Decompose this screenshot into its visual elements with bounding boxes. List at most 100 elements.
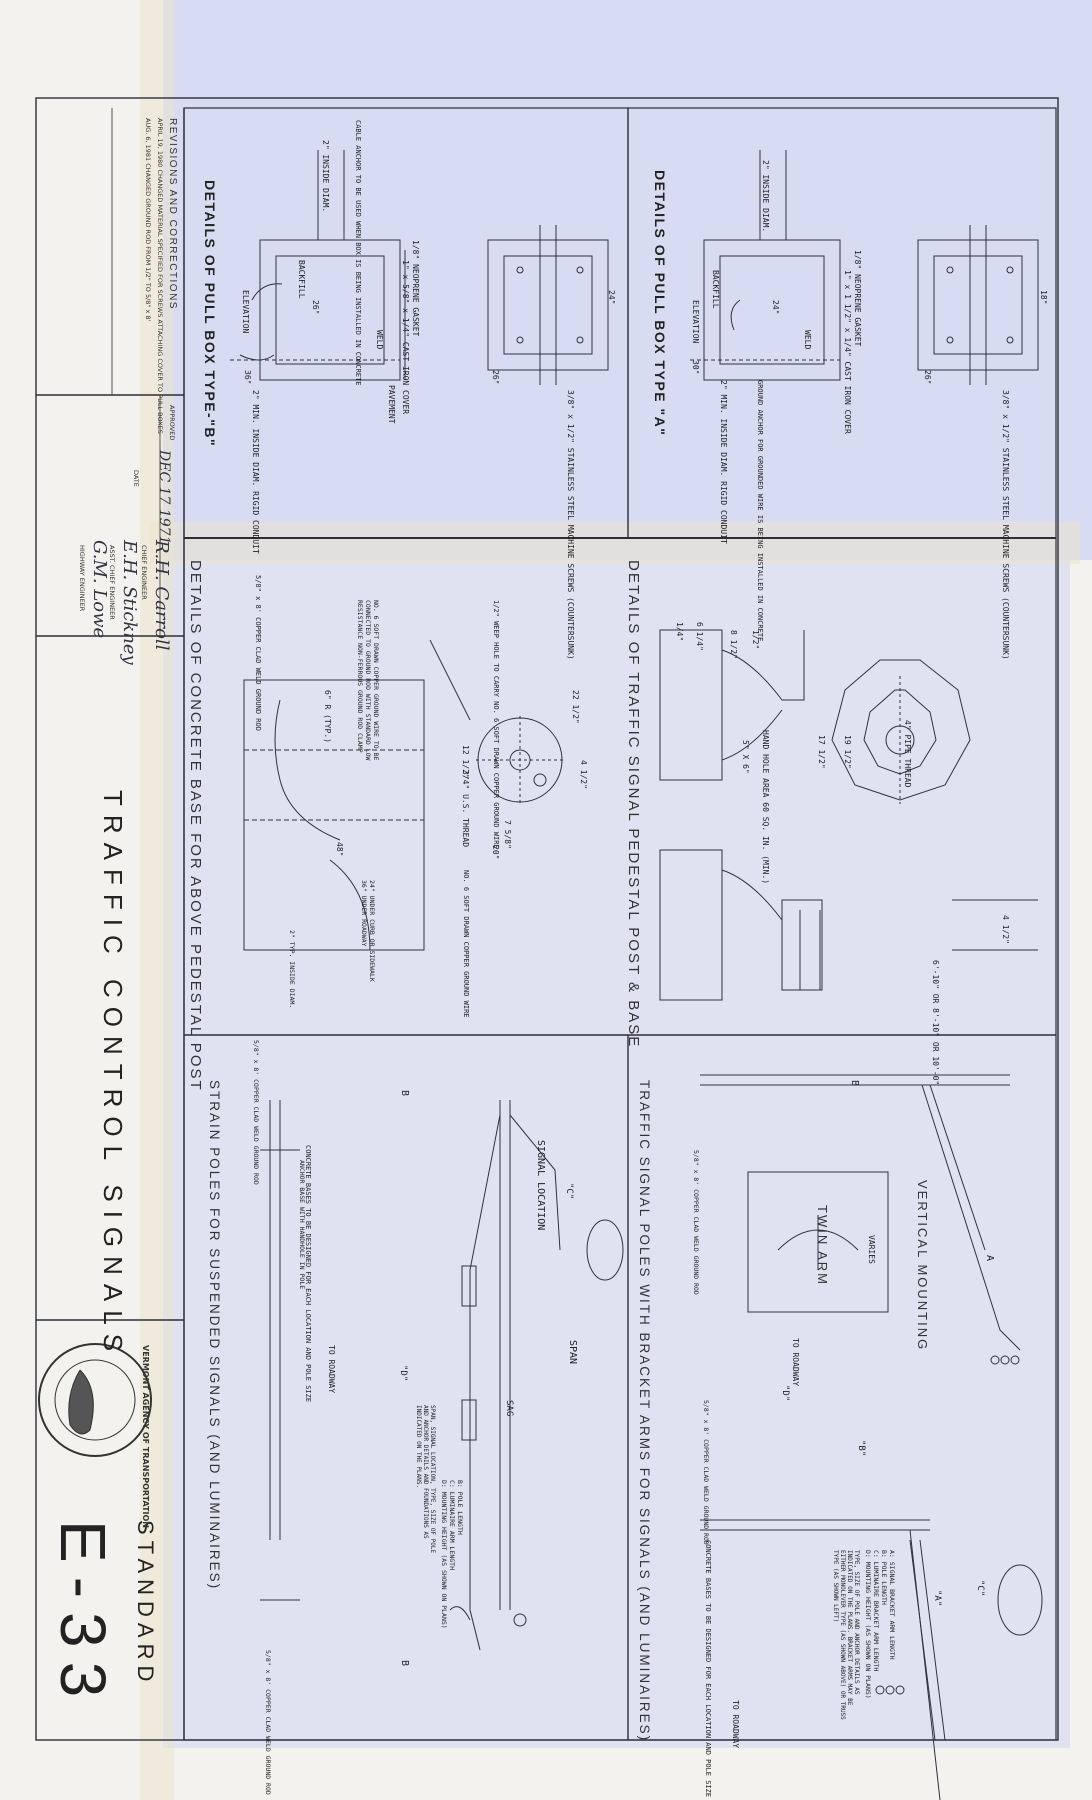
strain-signal-location: SIGNAL LOCATION xyxy=(535,1140,546,1231)
bracket-arm-drawing xyxy=(700,1074,1043,1800)
cb-note-5: NO. 6 SOFT DRAWN COPPER GROUND WIRE xyxy=(462,870,470,1018)
cb-note-7: 2" TYP. INSIDE DIAM. xyxy=(288,930,296,1009)
strain-note: SPAN, SIGNAL LOCATION, TYPE, SIZE OF POL… xyxy=(415,1405,436,1554)
strain-to-roadway: TO ROADWAY xyxy=(327,1345,336,1394)
tape-strip-middle xyxy=(150,522,1080,564)
revision-entry-2: AUG. 6, 1981 CHANGED GROUND ROD FROM 1/2… xyxy=(144,118,152,322)
pp-dim-6: 1/4" xyxy=(675,622,684,642)
cb-note-3: 5/8" x 8' COPPER CLAD WELD GROUND ROD xyxy=(254,575,262,731)
pb-b-dim-3: 24" xyxy=(607,290,616,305)
pb-a-note-9: GROUND ANCHOR FOR GROUNDED WIRE IS BEING… xyxy=(756,380,764,642)
bracket-vertical-mounting: VERTICAL MOUNTING xyxy=(915,1180,930,1352)
pull-box-b-title: DETAILS OF PULL BOX TYPE-"B" xyxy=(202,180,218,448)
strain-anchor: ANCHOR BASE WITH HANDHOLE IN POLE xyxy=(298,1160,306,1290)
cb-dim-5: 20" xyxy=(491,845,500,860)
concrete-base-drawing xyxy=(243,639,564,951)
bracket-legend-b: B: POLE LENGTH xyxy=(880,1550,888,1605)
bracket-twin-arm: TWIN ARM xyxy=(815,1205,830,1286)
pedestal-post-drawing xyxy=(659,629,1038,1001)
approval-date: DEC 17 1971 xyxy=(156,450,172,545)
pb-a-note-1: 1/8" NEOPRENE GASKET xyxy=(853,250,862,347)
cb-note-4: 3/4" U.S. THREAD xyxy=(461,770,470,848)
standard-label: STANDARD xyxy=(133,1520,158,1688)
pb-b-dim-1: 36" xyxy=(243,370,252,385)
pb-a-dim-2: 24" xyxy=(771,300,780,315)
strain-legend-d: D: MOUNTING HEIGHT (AS SHOWN ON PLANS) xyxy=(440,1480,448,1629)
bracket-legend-d: D: MOUNTING HEIGHT (AS SHOWN ON PLANS) xyxy=(864,1550,872,1699)
pb-a-note-3: BACKFILL xyxy=(711,270,720,309)
strain-rod-2: 5/8" x 8' COPPER CLAD WELD GROUND ROD xyxy=(264,1650,272,1795)
bracket-legend-a: A: SIGNAL BRACKET ARM LENGTH xyxy=(888,1550,896,1660)
pp-note-5: 6'-10" OR 8'-10" OR 10'-0" xyxy=(931,960,940,1086)
strain-label-b1: B xyxy=(399,1090,410,1097)
revision-entry-1: APRIL 19, 1980 CHANGED MATERIAL SPECIFIE… xyxy=(156,118,164,434)
pb-a-dim-4: 26" xyxy=(923,370,932,385)
strain-pole-drawing xyxy=(260,1100,624,1651)
strain-label-c: "C" xyxy=(564,1183,574,1200)
bracket-legend-c: C: LUMINAIRE BRACKET ARM LENGTH xyxy=(872,1550,880,1672)
pb-b-note-9: 3/8" x 1/2" STAINLESS STEEL MACHINE SCRE… xyxy=(566,390,575,660)
sheet-title: TRAFFIC CONTROL SIGNALS xyxy=(98,790,128,1361)
cb-note-2: NO. 6 SOFT DRAWN COPPER GROUND WIRE TO B… xyxy=(356,600,380,761)
bracket-label-a: A xyxy=(984,1255,995,1262)
pb-b-note-8: 2" MIN. INSIDE DIAM. RIGID CONDUIT xyxy=(251,390,260,554)
signature-hwy: G.M. Lowe xyxy=(89,540,110,639)
cb-dim-3: 4 1/2" xyxy=(579,760,588,789)
bracket-varies: VARIES xyxy=(867,1235,876,1264)
bracket-rod-2: 5/8" x 8' COPPER CLAD WELD GROUND ROD xyxy=(702,1400,710,1545)
strain-legend-c: C: LUMINAIRE ARM LENGTH xyxy=(448,1480,456,1571)
pull-box-b-drawing xyxy=(230,150,609,385)
pb-b-dim-2: 26" xyxy=(311,300,320,315)
pb-a-note-6: 2" INSIDE DIAM. xyxy=(761,160,770,233)
pb-b-note-7: 2" INSIDE DIAM. xyxy=(321,140,330,213)
bracket-note-type: TYPE, SIZE OF POLE AND ANCHOR DETAILS AS… xyxy=(832,1550,860,1720)
pp-dim-1: 19 1/2" xyxy=(843,735,852,769)
pb-b-note-3: PAVEMENT xyxy=(387,385,396,424)
strain-sag: SAG xyxy=(504,1400,514,1417)
cb-dim-6: 48" xyxy=(335,842,344,857)
pull-box-a-drawing xyxy=(690,150,1039,385)
pp-dim-4: 1/2" xyxy=(751,630,760,650)
approval-label: APPROVED xyxy=(168,405,176,441)
cb-dim-7: 6" R (TYP.) xyxy=(323,690,332,743)
pull-box-a-title: DETAILS OF PULL BOX TYPE "A" xyxy=(652,170,668,437)
pb-a-dim-1: 30" xyxy=(691,360,700,375)
signature-asst: E.H. Stickney xyxy=(119,540,140,665)
pp-dim-5: 6 1/4" xyxy=(695,622,704,651)
concrete-base-title: DETAILS OF CONCRETE BASE FOR ABOVE PEDES… xyxy=(187,560,204,1092)
pb-a-note-7: 2" MIN. INSIDE DIAM. RIGID CONDUIT xyxy=(719,380,728,544)
bracket-rod-1: 5/8" x 8' COPPER CLAD WELD GROUND ROD xyxy=(692,1150,700,1295)
bracket-to-roadway-1: TO ROADWAY xyxy=(791,1338,800,1387)
bracket-label-c: "C" xyxy=(975,1580,985,1597)
pb-a-note-4: WELD xyxy=(803,330,812,350)
pb-b-note-5: WELD xyxy=(375,330,384,350)
bracket-note-base: CONCRETE BASES TO BE DESIGNED FOR EACH L… xyxy=(704,1540,712,1798)
pb-a-dim-3: 18" xyxy=(1039,290,1048,305)
agency-seal-graphic xyxy=(38,1343,152,1457)
blue-overlay-bottom xyxy=(163,560,1070,1748)
pp-note-1: 4" PIPE THREAD xyxy=(903,720,912,788)
bracket-label-b: B xyxy=(849,1080,860,1087)
cb-dim-2: 12 1/2" xyxy=(461,745,470,779)
revisions-heading: REVISIONS AND CORRECTIONS xyxy=(167,118,178,310)
pb-b-note-10: CABLE ANCHOR TO BE USED WHEN BOX IS BEIN… xyxy=(354,120,362,386)
pp-note-3: 5" X 6" xyxy=(741,740,750,774)
pp-dim-2: 17 1/2" xyxy=(817,735,826,769)
pedestal-post-title: DETAILS OF TRAFFIC SIGNAL PEDESTAL POST … xyxy=(625,560,642,1049)
cb-note-1: 1/2" WEEP HOLE TO CARRY NO. 6 SOFT DRAWN… xyxy=(492,600,500,849)
bracket-label-a2: "A" xyxy=(932,1590,942,1607)
cb-dim-4: 7 5/8" xyxy=(503,820,512,849)
strain-span: SPAN xyxy=(567,1340,578,1365)
pb-b-note-2: 1" x 5/8" x 1/4" CAST IRON COVER xyxy=(401,260,410,415)
standard-number: E-33 xyxy=(47,1520,119,1712)
strain-poles-title: STRAIN POLES FOR SUSPENDED SIGNALS (AND … xyxy=(207,1080,222,1591)
signature-chief: R.H. Carroll xyxy=(151,540,172,651)
signature-chief-role: CHIEF ENGINEER xyxy=(140,545,148,600)
bracket-label-b2: "B" xyxy=(856,1440,866,1457)
pb-b-note-6: ELEVATION xyxy=(241,290,250,334)
cb-note-6: 24" UNDER CURB OR SIDEWALK 36" UNDER ROA… xyxy=(360,880,376,982)
pb-b-note-1: 1/8" NEOPRENE GASKET xyxy=(411,240,420,337)
approval-date-label: DATE xyxy=(132,470,140,487)
